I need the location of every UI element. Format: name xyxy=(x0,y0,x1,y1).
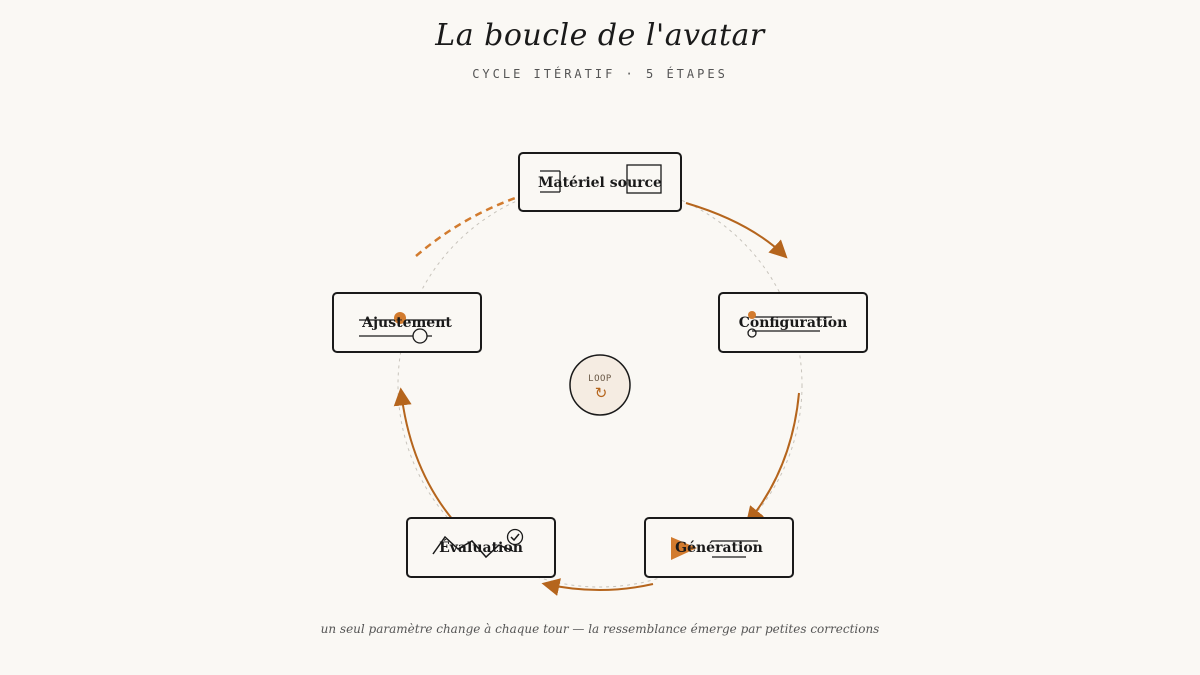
step-node-source[interactable]: Matériel source xyxy=(518,152,682,212)
knob-icon xyxy=(359,312,446,344)
loop-label: LOOP xyxy=(588,374,612,384)
step-node-generation[interactable]: Génération xyxy=(644,517,794,578)
step-label-source: Matériel source xyxy=(538,175,662,191)
guide-circle xyxy=(397,182,803,588)
loop-badge: LOOP ↻ xyxy=(569,354,631,416)
step-node-evaluation[interactable]: Évaluation xyxy=(406,517,556,578)
arrow-evaluation-to-adjustment xyxy=(393,387,454,521)
footer-caption: un seul paramètre change à chaque tour —… xyxy=(320,622,880,636)
arrow-source-to-config xyxy=(685,202,788,259)
arrow-adjustment-to-source xyxy=(415,174,578,257)
step-label-generation: Génération xyxy=(675,540,763,556)
step-node-adjustment[interactable]: Ajustement xyxy=(332,292,482,353)
image-frame-icon xyxy=(540,164,662,194)
check-icon xyxy=(432,528,524,559)
step-label-adjustment: Ajustement xyxy=(361,315,452,331)
arrow-generation-to-evaluation xyxy=(541,578,654,596)
sliders-icon xyxy=(747,311,832,338)
page-subtitle: CYCLE ITÉRATIF · 5 ÉTAPES xyxy=(472,67,728,81)
step-label-configuration: Configuration xyxy=(739,315,848,331)
play-icon xyxy=(671,537,758,560)
step-node-configuration[interactable]: Configuration xyxy=(718,292,868,353)
page-title: La boucle de l'avatar xyxy=(435,18,765,53)
arrow-config-to-generation xyxy=(745,392,800,525)
step-label-evaluation: Évaluation xyxy=(439,538,523,556)
loop-arrow-icon: ↻ xyxy=(595,384,608,402)
